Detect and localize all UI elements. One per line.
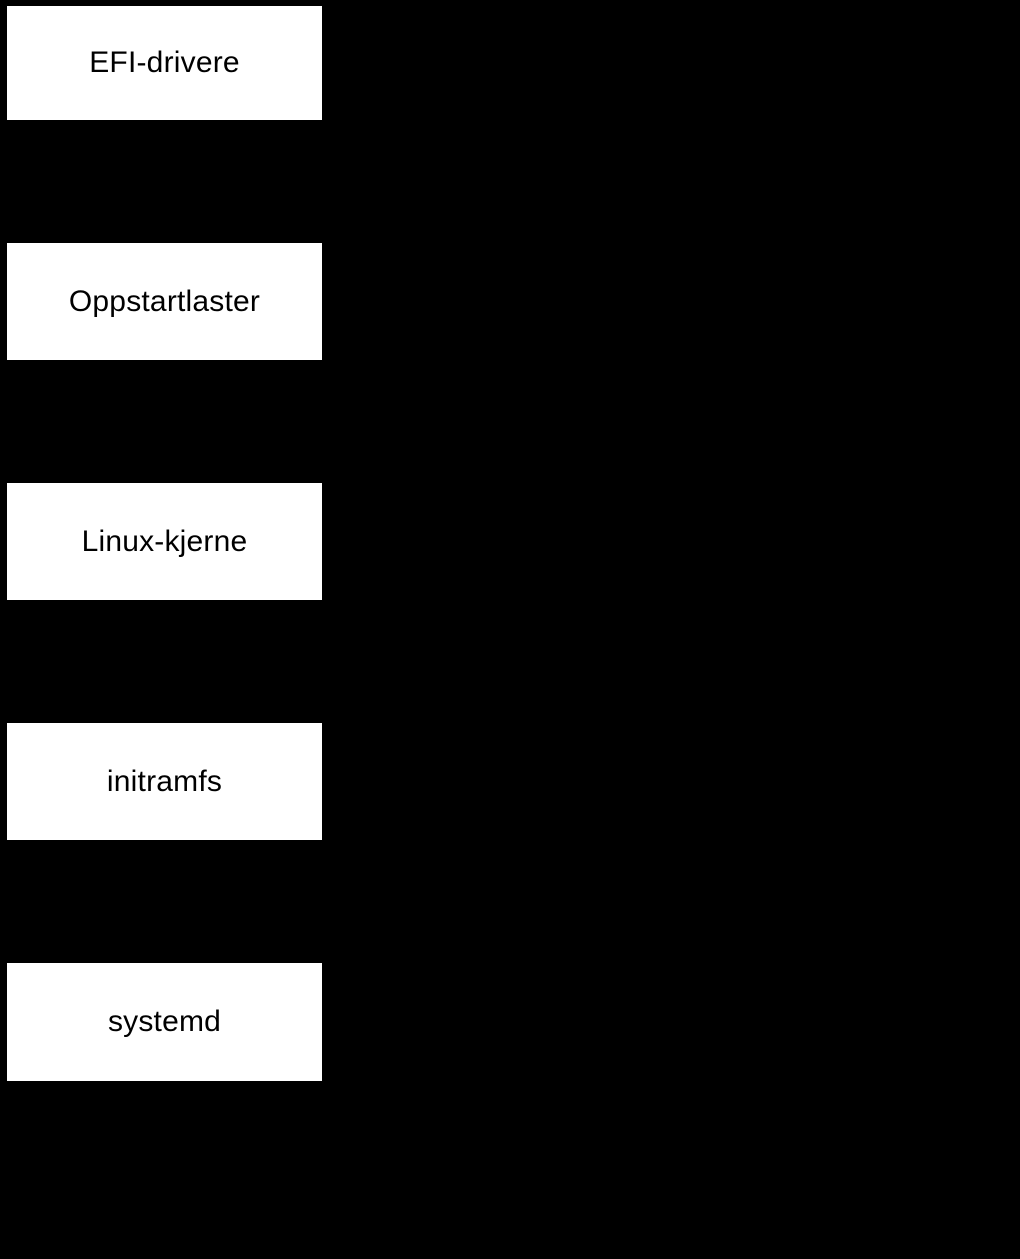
stage-box-oppstartlaster[interactable]: Oppstartlaster: [7, 243, 322, 360]
stage-box-systemd[interactable]: systemd: [7, 963, 322, 1081]
stage-box-linux-kjerne[interactable]: Linux-kjerne: [7, 483, 322, 600]
stage-label-efi-drivere: EFI-drivere: [89, 46, 240, 79]
stage-box-efi-drivere[interactable]: EFI-drivere: [7, 6, 322, 120]
stage-label-linux-kjerne: Linux-kjerne: [81, 524, 248, 558]
stage-label-systemd: systemd: [107, 1005, 222, 1038]
stage-label-initramfs: initramfs: [106, 764, 223, 798]
stage-box-initramfs[interactable]: initramfs: [7, 723, 322, 840]
stage-label-oppstartlaster: Oppstartlaster: [68, 284, 261, 318]
